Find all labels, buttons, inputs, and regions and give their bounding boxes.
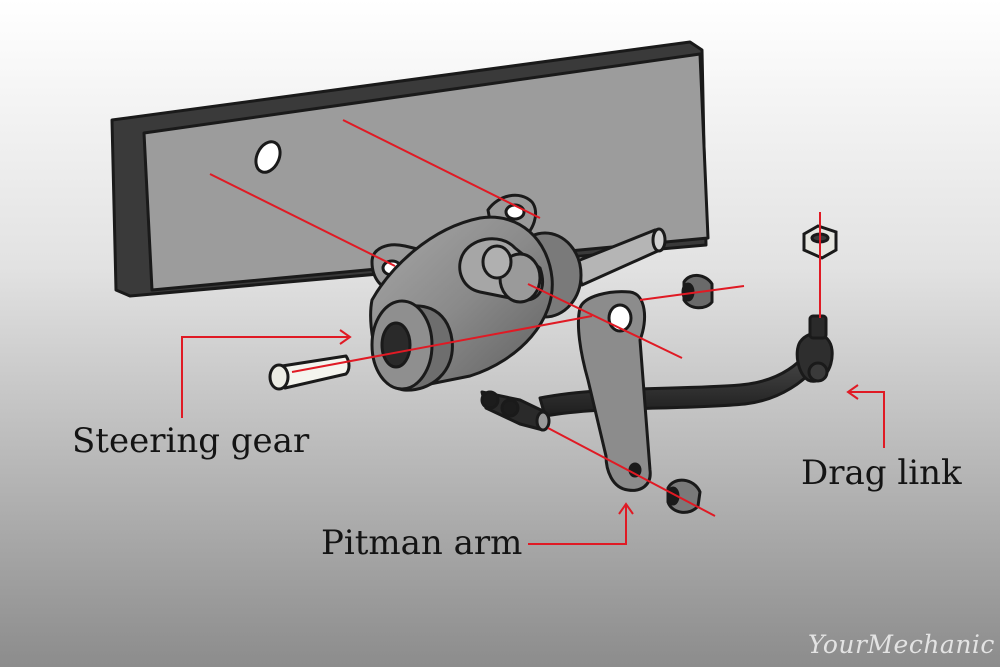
assembly-lines xyxy=(209,119,821,517)
label-drag-link: Drag link xyxy=(801,453,962,493)
brand-watermark: YourMechanic xyxy=(808,630,995,659)
callout-pitman-arm-leader xyxy=(528,502,634,545)
frame-rail xyxy=(110,40,710,298)
label-pitman-arm: Pitman arm xyxy=(321,523,523,563)
callout-drag-link-leader xyxy=(846,384,885,448)
label-steering-gear: Steering gear xyxy=(72,421,310,461)
pitman-arm xyxy=(576,290,652,492)
nut-pitman-lower xyxy=(666,478,702,514)
callout-steering-gear-leader xyxy=(181,329,352,418)
steering-gear-body xyxy=(369,193,667,392)
